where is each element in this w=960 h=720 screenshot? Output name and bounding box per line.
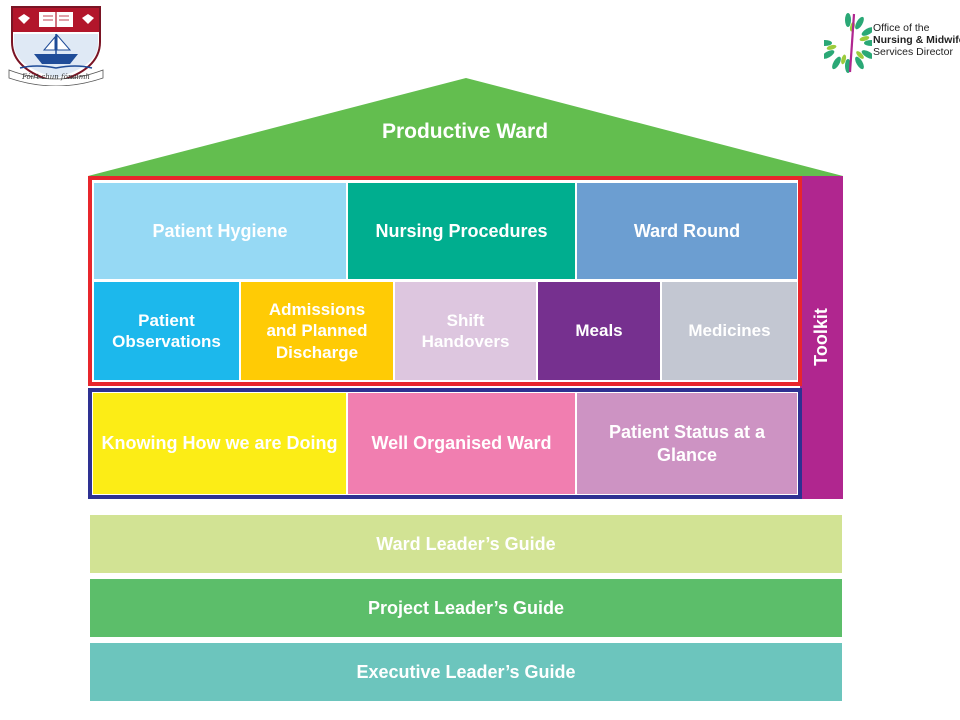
module-ward-round: Ward Round — [577, 183, 797, 279]
foundation-well-organised-ward: Well Organised Ward — [348, 393, 575, 494]
module-admissions-planned-discharge: Admissions and Planned Discharge — [241, 282, 393, 380]
executive-leaders-guide: Executive Leader’s Guide — [90, 643, 842, 701]
module-medicines: Medicines — [662, 282, 797, 380]
module-shift-handovers: Shift Handovers — [395, 282, 536, 380]
roof-label: Productive Ward — [381, 120, 549, 143]
toolkit-label: Toolkit — [811, 308, 831, 366]
onmsd-logo-icon — [824, 13, 872, 73]
logo-line-2: Nursing & Midwifery — [873, 34, 960, 46]
project-leaders-guide: Project Leader’s Guide — [90, 579, 842, 637]
ward-leaders-guide: Ward Leader’s Guide — [90, 515, 842, 573]
module-meals: Meals — [538, 282, 660, 380]
roof — [88, 78, 843, 176]
module-patient-observations: Patient Observations — [94, 282, 239, 380]
logo-line-1: Office of the — [873, 22, 930, 34]
university-crest-logo: Fóirt chun fónaimh — [8, 6, 104, 86]
logo-line-3: Services Director — [873, 46, 953, 58]
crest-motto: Fóirt chun fónaimh — [21, 73, 90, 81]
module-nursing-procedures: Nursing Procedures — [348, 183, 575, 279]
module-patient-hygiene: Patient Hygiene — [94, 183, 346, 279]
foundation-patient-status-at-a-glance: Patient Status at a Glance — [577, 393, 797, 494]
toolkit-pillar — [800, 176, 843, 499]
foundation-knowing-how-we-are-doing: Knowing How we are Doing — [93, 393, 346, 494]
